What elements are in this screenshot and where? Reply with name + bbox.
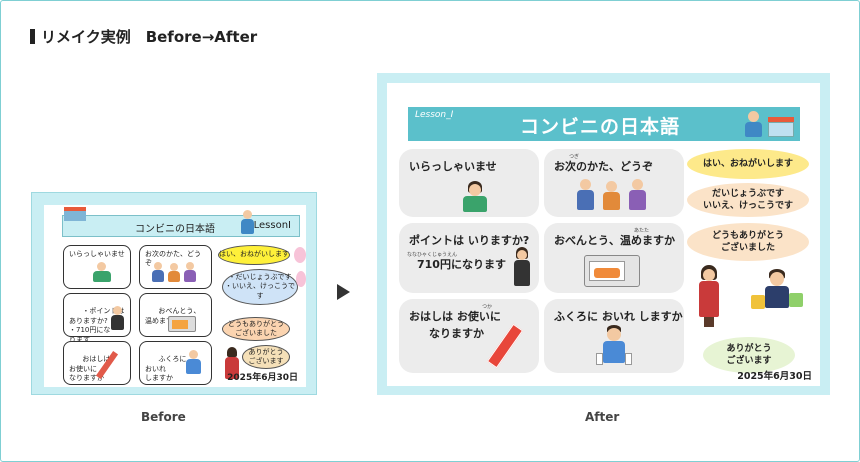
before-bubble-text: はい、おねがいします (219, 250, 289, 259)
rabbit-icon (294, 247, 306, 263)
before-card-2: お次のかた、どうぞ (139, 245, 212, 289)
after-card-ruby: つぎ (569, 154, 580, 160)
before-bubble-4: ありがとう ございます (242, 345, 290, 369)
greeting-clerk-icon (92, 262, 112, 284)
before-card-text: ・ポイントは ありますか? ・710円にな ります (69, 307, 125, 344)
before-title-bar: コンビニの日本語 LessonⅠ (62, 215, 300, 237)
cashier-icon (111, 306, 125, 332)
before-slide: コンビニの日本語 LessonⅠ いらっしゃいませ お次のかた、どうぞ (31, 192, 317, 395)
after-card-2: つぎ お次のかた、どうぞ (544, 149, 684, 217)
before-card-text: おべんとう、 温めますか (145, 307, 201, 325)
after-bubble-3: どうもありがとう ございました (687, 223, 809, 261)
after-card-text: おべんとう、温めますか (554, 234, 675, 247)
after-card-3: ポイントは いりますか? ななひゃくじゅうえん 710円になります (399, 223, 539, 293)
before-slide-inner: コンビニの日本語 LessonⅠ いらっしゃいませ お次のかた、どうぞ (44, 205, 306, 387)
before-card-text: お次のかた、どうぞ (145, 250, 201, 268)
after-card-4: あたた おべんとう、温めますか (544, 223, 684, 293)
page-heading: リメイク実例 Before→After (30, 26, 257, 47)
clerk-store-icon (738, 109, 796, 139)
shopper-woman-icon (224, 347, 240, 381)
greeting-clerk-icon (459, 181, 491, 213)
after-card-text: ポイントは いりますか? (409, 234, 530, 247)
before-caption: Before (141, 410, 186, 424)
before-bubble-3: どうもありがとう ございました (222, 317, 290, 341)
after-card-text: おはしは お使いに (409, 310, 501, 323)
after-card-ruby: つか (482, 304, 493, 310)
after-bubble-2: だいじょうぶです いいえ、けっこうです (687, 183, 809, 217)
bag-person-icon (184, 350, 204, 378)
chopsticks-icon (486, 323, 524, 369)
before-card-3: ・ポイントは ありますか? ・710円にな ります (63, 293, 131, 344)
before-title: コンビニの日本語 (135, 224, 215, 235)
before-bubble-text: ありがとう ございます (248, 347, 284, 365)
after-title: コンビニの日本語 (520, 116, 681, 138)
after-bubble-4: ありがとう ございます (703, 337, 795, 373)
after-card-text-line2: なりますか (429, 327, 484, 340)
before-card-5: おはしは お使いに なりますか (63, 341, 131, 385)
after-bubble-text: だいじょうぶです いいえ、けっこうです (702, 188, 793, 211)
before-card-text: いらっしゃいませ (69, 250, 125, 258)
shopper-woman-icon (697, 265, 721, 329)
before-bubble-1: はい、おねがいします (218, 245, 290, 265)
play-triangle-icon (337, 284, 350, 300)
after-card-text: いらっしゃいませ (409, 160, 497, 173)
cashier-icon (513, 247, 531, 289)
before-card-1: いらっしゃいませ (63, 245, 131, 289)
after-bubble-1: はい、おねがいします (687, 149, 809, 179)
bag-person-icon (596, 325, 632, 369)
after-bubble-text: ありがとう ございます (726, 343, 772, 366)
before-card-text: ふくろに おいれ しますか (145, 355, 187, 383)
after-slide-inner: Lesson_Ⅰ コンビニの日本語 いらっしゃいませ つぎ お次のかた、どうぞ (387, 83, 820, 386)
after-bubble-text: はい、おねがいします (702, 158, 793, 169)
after-card-text-line2: 710円になります (417, 258, 506, 271)
after-card-text: ふくろに おいれ しますか (554, 310, 683, 323)
after-slide: Lesson_Ⅰ コンビニの日本語 いらっしゃいませ つぎ お次のかた、どうぞ (377, 73, 830, 395)
before-bubble-text: どうもありがとう ございました (228, 319, 284, 337)
after-bubble-text: どうもありがとう ございました (711, 230, 784, 253)
microwave-icon (584, 255, 640, 287)
after-card-ruby: ななひゃくじゅうえん (407, 252, 458, 258)
after-title-bar: Lesson_Ⅰ コンビニの日本語 (408, 107, 800, 141)
clerk-icon (240, 210, 254, 236)
store-icon (64, 207, 86, 221)
heading-text: リメイク実例 Before→After (41, 28, 258, 46)
queue-people-icon (576, 179, 656, 213)
after-caption: After (585, 410, 620, 424)
after-card-ruby: あたた (634, 228, 650, 234)
before-card-6: ふくろに おいれ しますか (139, 341, 212, 385)
heading-bar-icon (30, 29, 35, 44)
rabbit-icon-2 (296, 271, 306, 287)
before-date: 2025年6月30日 (227, 373, 298, 383)
after-lesson: Lesson_Ⅰ (415, 110, 454, 120)
before-lesson: LessonⅠ (253, 220, 291, 231)
after-card-1: いらっしゃいませ (399, 149, 539, 217)
before-card-text: おはしは お使いに なりますか (69, 355, 111, 383)
before-card-4: おべんとう、 温めますか (139, 293, 212, 337)
after-date: 2025年6月30日 (737, 371, 812, 382)
microwave-icon (168, 316, 196, 332)
after-card-text: お次のかた、どうぞ (554, 160, 653, 173)
after-card-6: ふくろに おいれ しますか (544, 299, 684, 373)
before-bubble-2: ・だいじょうぶです ・いいえ、けっこうで す (222, 269, 298, 305)
queue-people-icon (152, 262, 202, 284)
shopper-man-icon (751, 269, 805, 315)
after-card-5: つか おはしは お使いに なりますか (399, 299, 539, 373)
before-bubble-text: ・だいじょうぶです ・いいえ、けっこうで す (225, 273, 295, 300)
